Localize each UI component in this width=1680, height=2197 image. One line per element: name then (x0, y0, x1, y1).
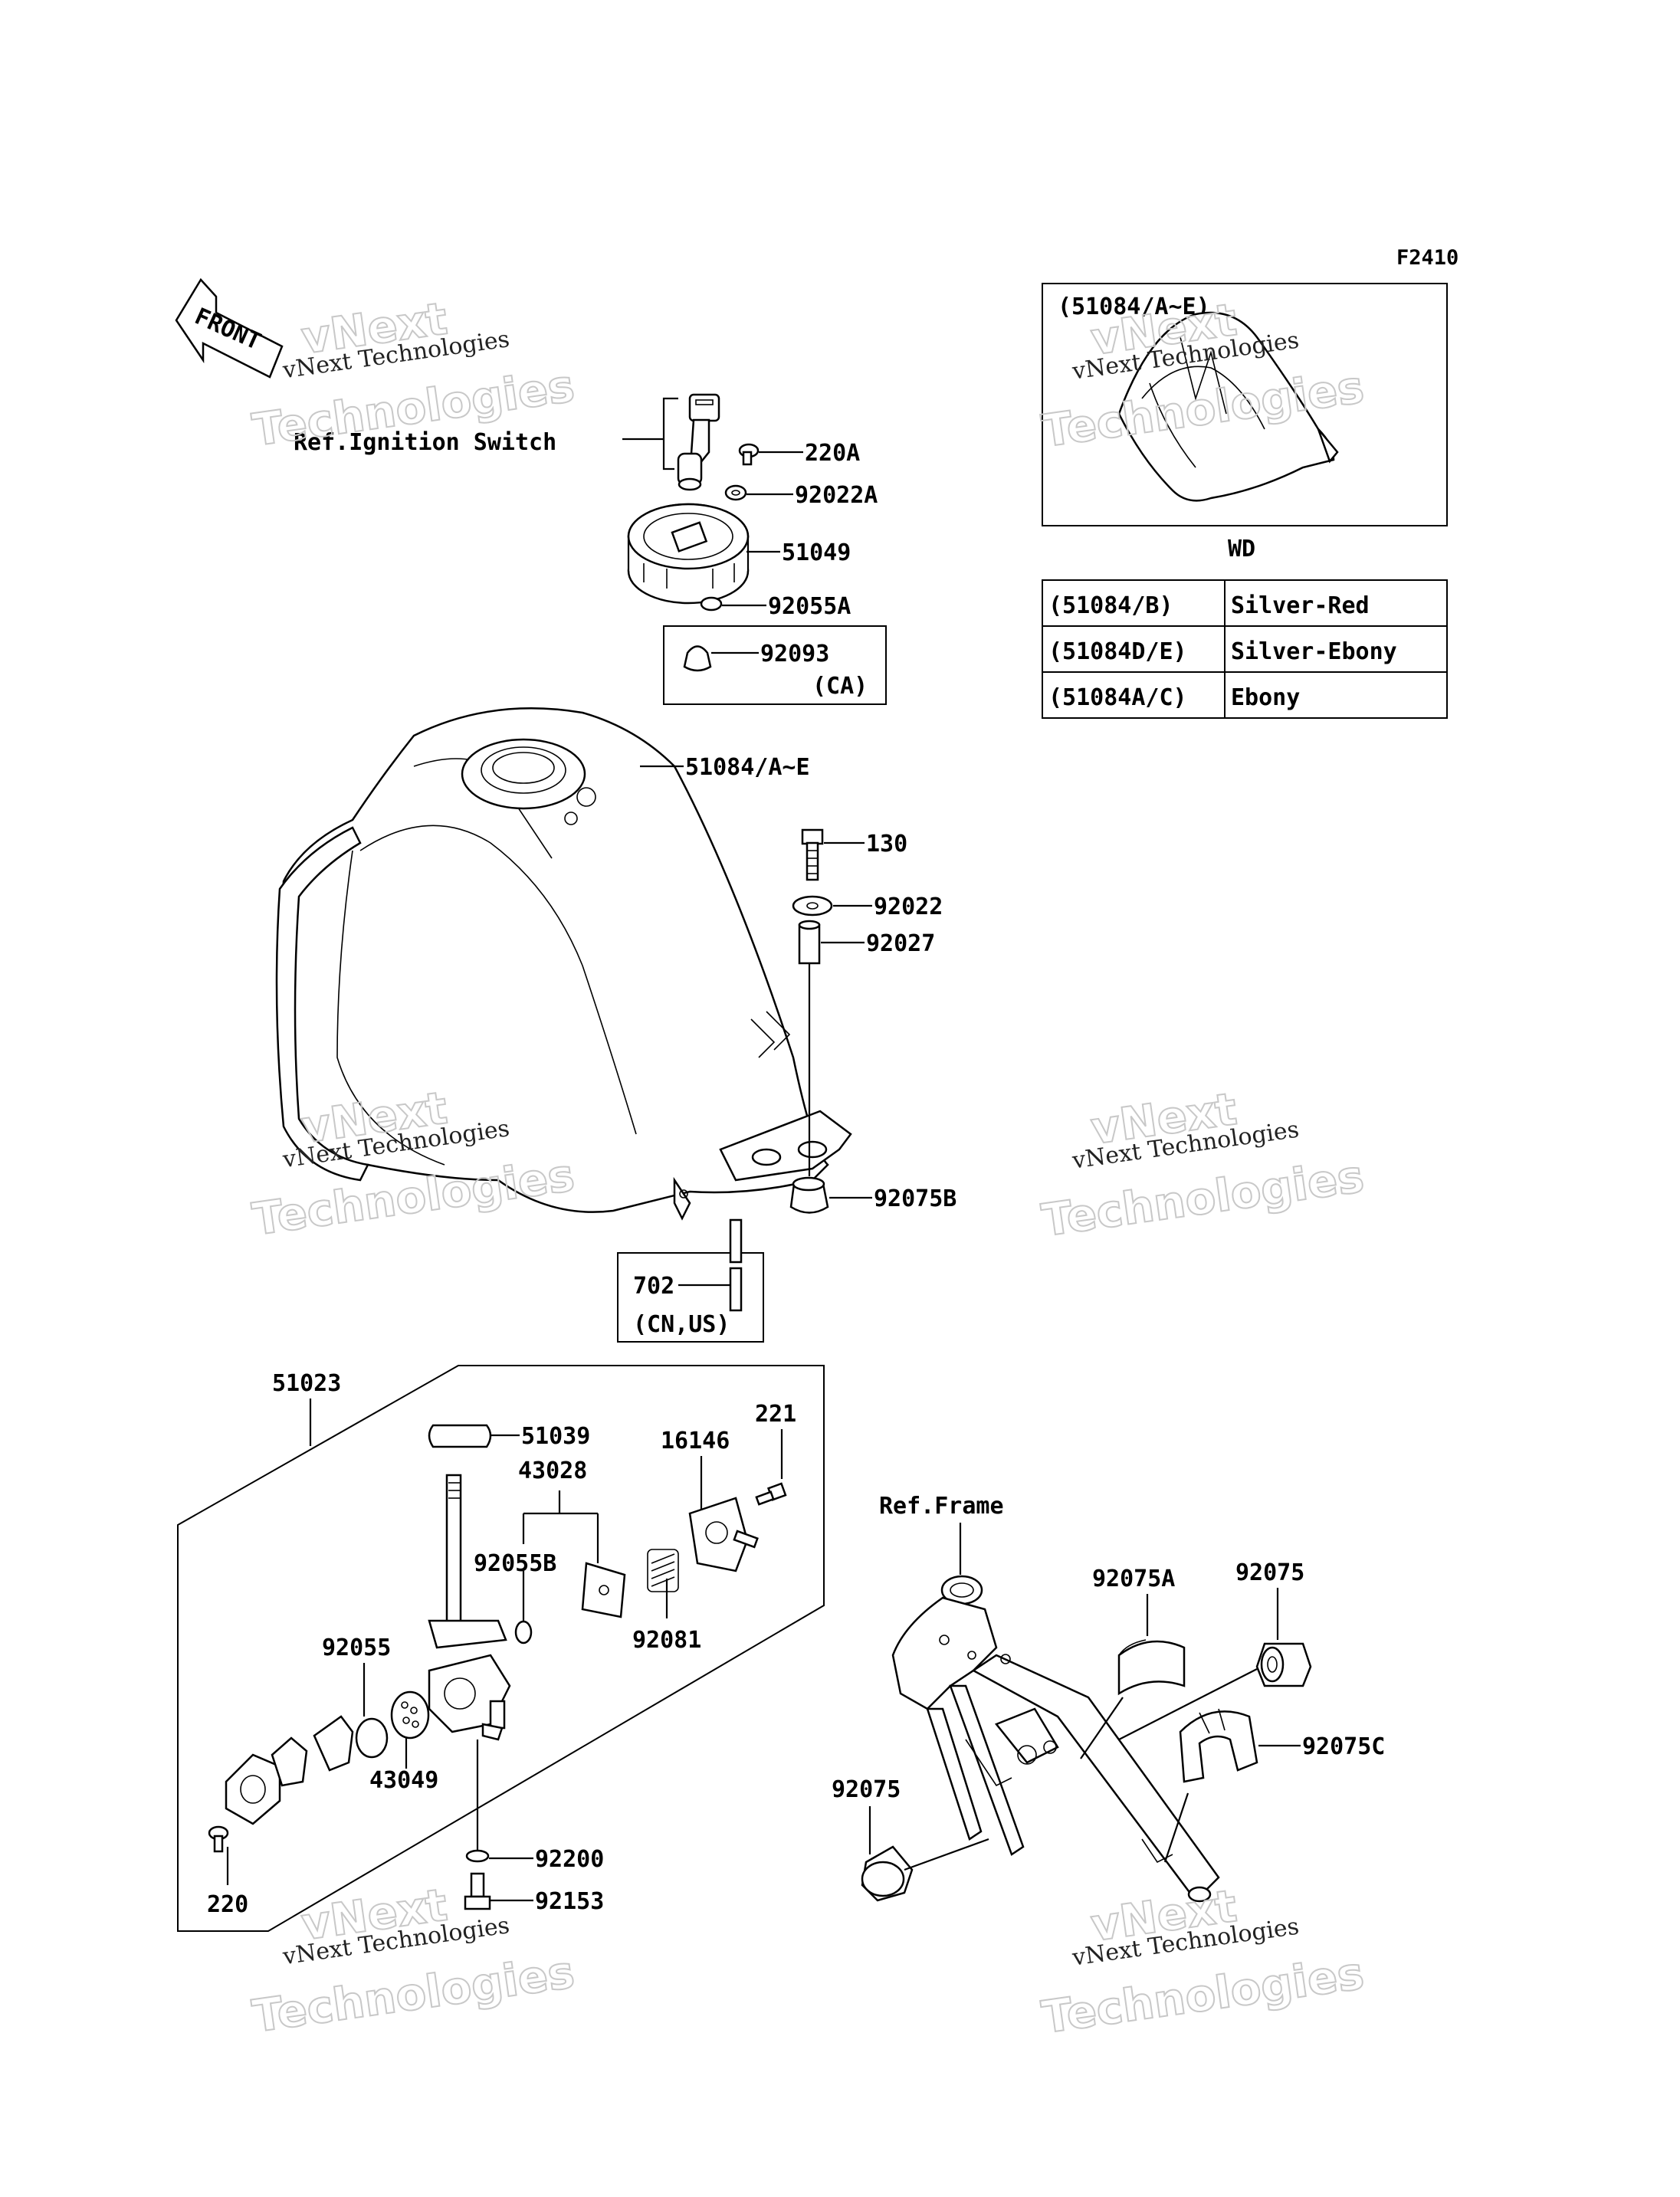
part-92200: 92200 (535, 1846, 604, 1873)
box-92093 (663, 625, 887, 705)
part-702: 702 (633, 1273, 674, 1300)
screw-220a-icon (738, 443, 760, 466)
bolt-130-icon (801, 828, 824, 881)
part-51023: 51023 (272, 1370, 341, 1397)
part-92022a: 92022A (795, 482, 878, 509)
oring-92055a-icon (700, 596, 723, 612)
fuel-cap-icon (627, 503, 750, 605)
ref-frame-label: Ref.Frame (879, 1493, 1004, 1520)
damper-92075a-icon (1117, 1639, 1186, 1696)
washer-92022-icon (792, 895, 833, 917)
fuel-tank-icon (275, 707, 852, 1221)
oring-92055-icon (355, 1717, 389, 1759)
inset-title: (51084/A~E) (1058, 293, 1210, 320)
part-702-note: (CN,US) (633, 1311, 730, 1338)
part-92153: 92153 (535, 1888, 604, 1915)
plate-43049-icon (390, 1690, 430, 1740)
part-221: 221 (755, 1401, 796, 1428)
damper-92075-right-icon (1255, 1642, 1312, 1687)
bolt-92153-icon (464, 1872, 491, 1910)
part-92055b: 92055B (474, 1550, 556, 1577)
part-92055: 92055 (322, 1635, 391, 1661)
part-16146: 16146 (661, 1428, 730, 1454)
filter-ring-51039-icon (428, 1424, 492, 1448)
inset-caption: WD (1228, 536, 1255, 562)
part-92022: 92022 (874, 894, 943, 920)
damper-92075b-icon (789, 1176, 829, 1214)
color-table-part-1: (51084/B) (1048, 592, 1173, 619)
part-92075-left: 92075 (832, 1776, 901, 1803)
part-92081: 92081 (632, 1627, 701, 1654)
diagram-code: F2410 (1396, 246, 1459, 270)
part-92093: 92093 (760, 641, 829, 667)
part-130: 130 (866, 831, 907, 857)
part-43049: 43049 (369, 1767, 438, 1794)
diaphragm-43028-icon (581, 1562, 626, 1618)
part-92075-right: 92075 (1235, 1559, 1304, 1586)
part-92055a: 92055A (768, 593, 851, 620)
ref-ignition-switch-label: Ref.Ignition Switch (294, 429, 556, 456)
front-arrow-icon: FRONT (175, 277, 284, 379)
box-702 (617, 1252, 764, 1343)
screw-220-icon (208, 1825, 229, 1853)
part-51049: 51049 (782, 539, 851, 566)
fuel-cock-icon (428, 1474, 511, 1741)
part-92075b: 92075B (874, 1185, 956, 1212)
part-43028: 43028 (518, 1458, 587, 1484)
spring-92081-icon (647, 1549, 679, 1592)
oring-92055b-icon (514, 1620, 533, 1644)
part-92027: 92027 (866, 930, 935, 957)
part-51039: 51039 (521, 1423, 590, 1450)
color-table-color-3: Ebony (1231, 684, 1300, 711)
color-table-part-3: (51084A/C) (1048, 684, 1187, 711)
part-92075a: 92075A (1092, 1566, 1175, 1592)
color-table-part-2: (51084D/E) (1048, 638, 1187, 665)
color-table-color-2: Silver-Ebony (1231, 638, 1397, 665)
damper-92075-left-icon (861, 1845, 914, 1902)
pin-702-icon (729, 1218, 743, 1312)
watermark-mid-right: vNext Technologies vNext Technologies (1038, 1082, 1367, 1248)
collar-92027-icon (798, 920, 821, 965)
washer-92022a-icon (724, 484, 747, 501)
frame-icon (891, 1575, 1220, 1903)
grommet-92093-icon (683, 645, 712, 672)
part-220a: 220A (805, 440, 860, 467)
part-92093-note: (CA) (812, 673, 868, 700)
watermark-bottom-left: vNext Technologies vNext Technologies (248, 1877, 578, 2043)
color-table-color-1: Silver-Red (1231, 592, 1370, 619)
cover-16146-icon (688, 1497, 759, 1572)
gasket-icon (225, 1715, 354, 1825)
part-51084: 51084/A~E (685, 754, 810, 781)
inset-box (1042, 283, 1448, 526)
screw-221-icon (755, 1482, 787, 1506)
watermark-bottom-right: vNext Technologies vNext Technologies (1038, 1879, 1367, 2045)
color-table: (51084/B) Silver-Red (51084D/E) Silver-E… (1042, 579, 1448, 719)
washer-92200-icon (465, 1849, 490, 1863)
ignition-bracket (622, 397, 678, 471)
fuel-cock-group-box (177, 1365, 825, 1932)
damper-92075c-icon (1179, 1708, 1258, 1783)
part-220: 220 (207, 1891, 248, 1918)
part-92075c: 92075C (1302, 1733, 1385, 1760)
ignition-key-icon (677, 393, 720, 491)
inset-tank-icon (1117, 311, 1339, 502)
